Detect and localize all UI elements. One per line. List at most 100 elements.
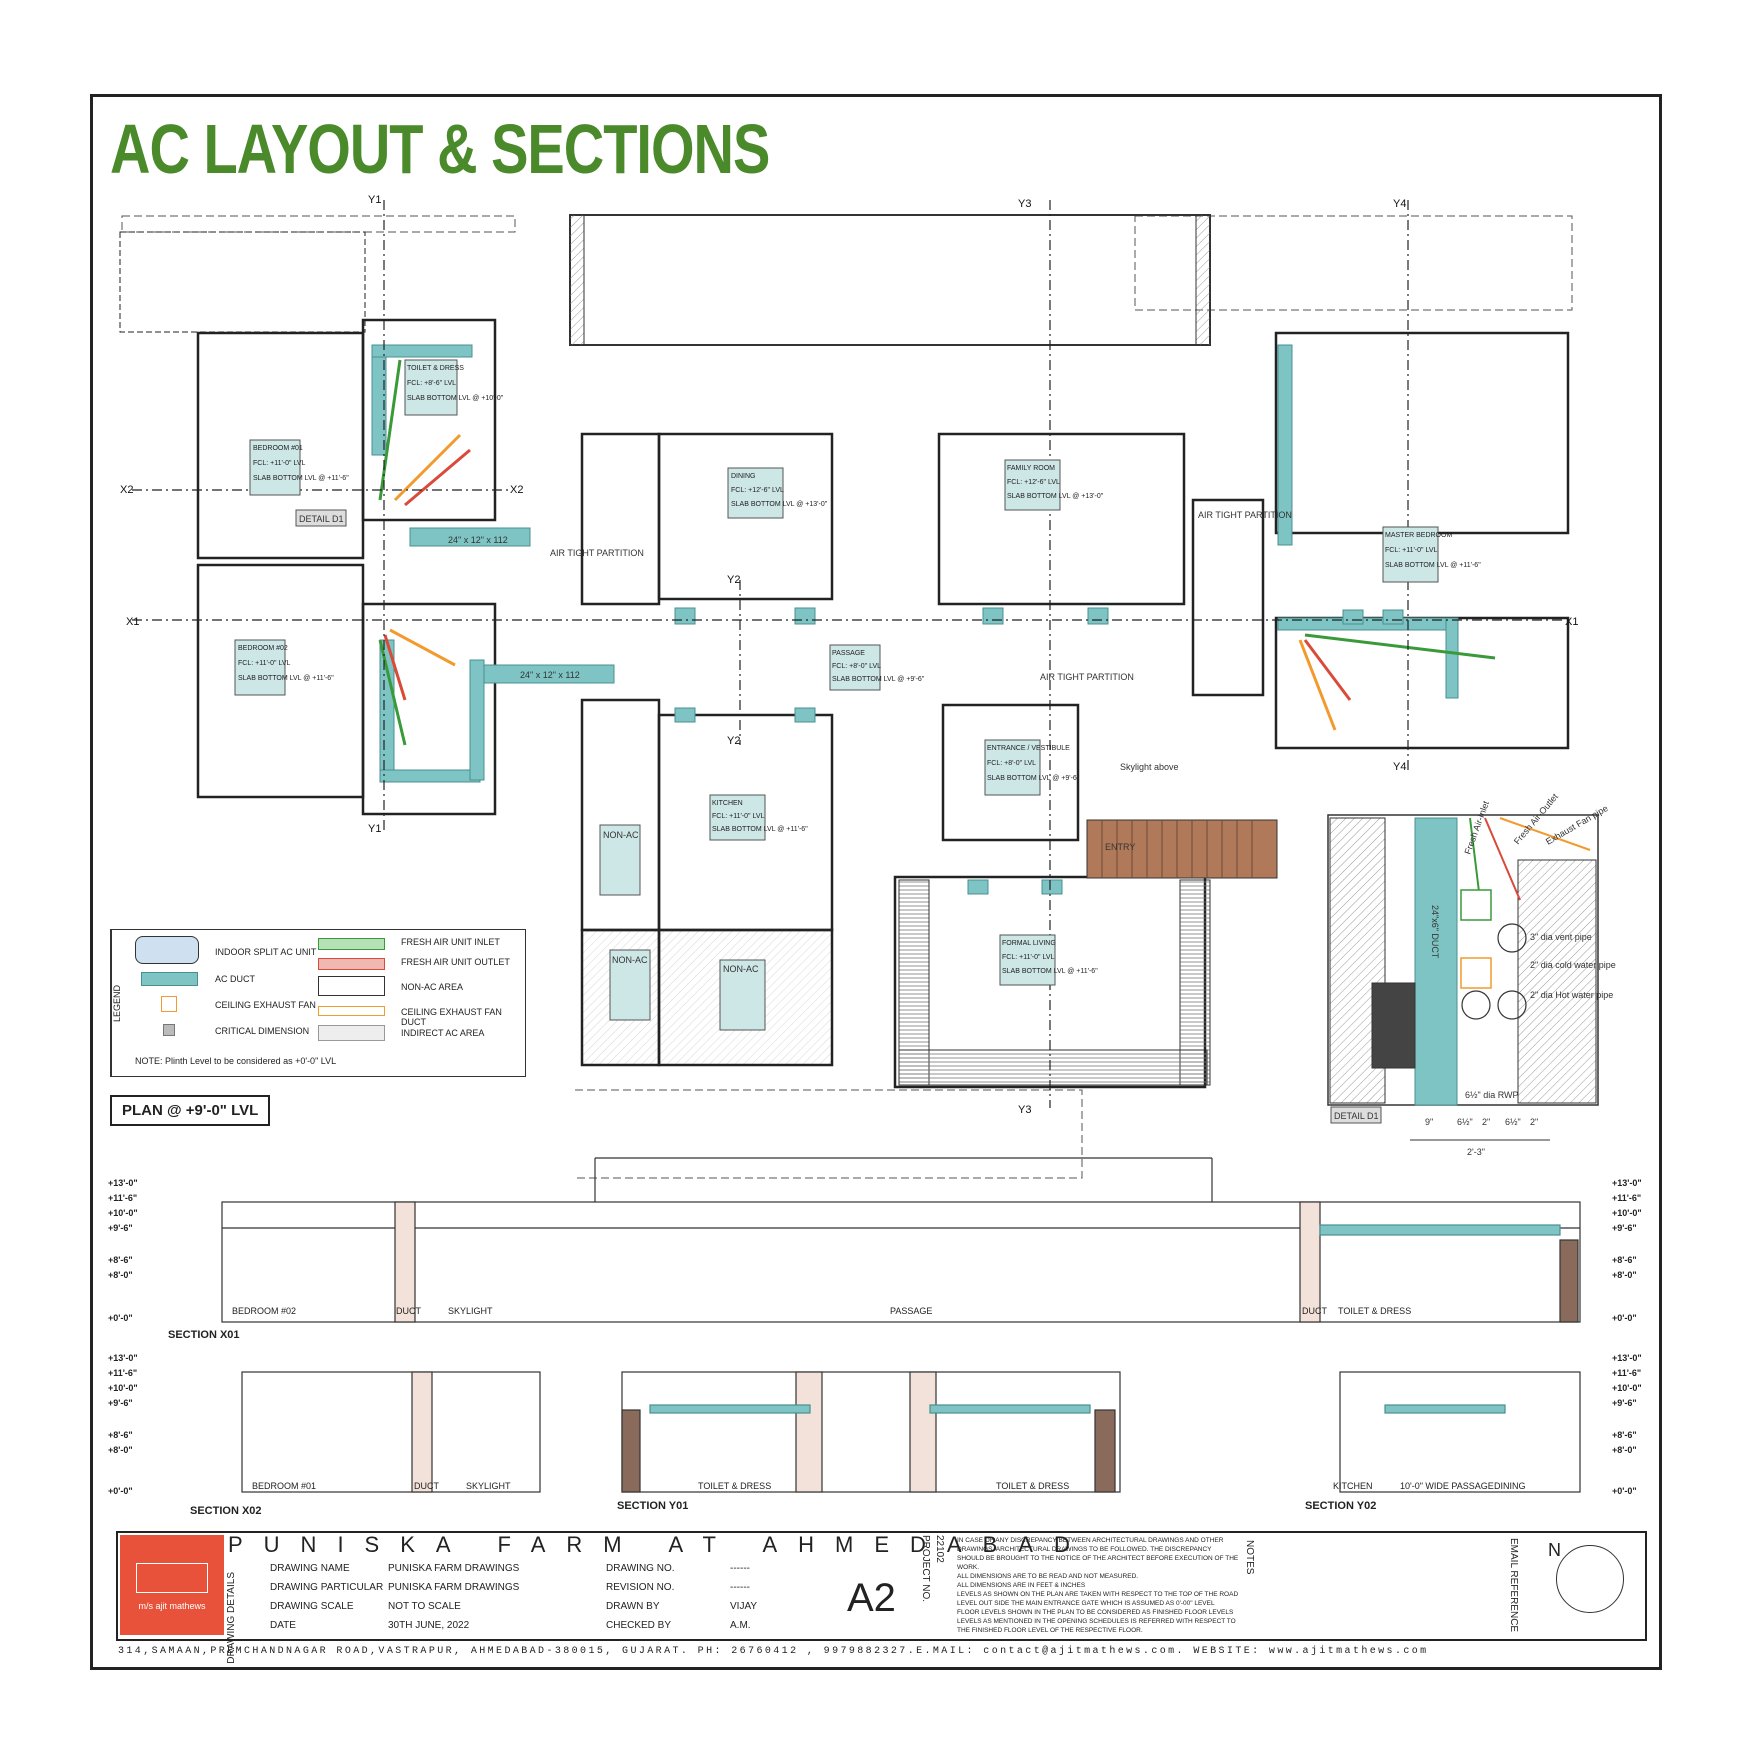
field-label: REVISION NO.	[606, 1582, 675, 1593]
note: FLOOR LEVELS SHOWN IN THE PLAN TO BE CON…	[957, 1609, 1234, 1616]
grid-marker: X2	[510, 484, 523, 496]
level-label: +8'-6"	[108, 1430, 133, 1440]
room-tag-kitchen: KITCHEN FCL: +11'-0" LVL SLAB BOTTOM LVL…	[709, 794, 808, 841]
room-tag-dining: DINING FCL: +12'-6" LVL SLAB BOTTOM LVL …	[727, 467, 828, 519]
air-tight-partition: AIR TIGHT PARTITION	[550, 548, 644, 558]
svg-text:SLAB BOTTOM LVL @ +11'-6": SLAB BOTTOM LVL @ +11'-6"	[1385, 562, 1481, 569]
legend-label: AC DUCT	[215, 974, 255, 984]
grid-marker: X2	[120, 484, 133, 496]
non-ac-label: NON-AC	[603, 830, 639, 840]
svg-text:KITCHEN: KITCHEN	[712, 800, 743, 807]
legend-box: LEGEND INDOOR SPLIT AC UNIT AC DUCT CEIL…	[110, 929, 526, 1077]
field-value: NOT TO SCALE	[388, 1601, 461, 1612]
hot-water-pipe-label: 2" dia Hot water pipe	[1530, 990, 1613, 1000]
drawing-notes: IN CASE OF ANY DISCREPANCY BETWEEN ARCHI…	[957, 1536, 1239, 1635]
section-room-label: SKYLIGHT	[466, 1481, 511, 1491]
level-label: +10'-0"	[108, 1208, 138, 1218]
ac-duct-symbol	[141, 972, 198, 986]
ac-ducts	[371, 344, 1459, 895]
firm-address-footer: 314,SAMAAN,PREMCHANDNAGAR ROAD,VASTRAPUR…	[118, 1646, 1429, 1657]
field-value: PUNISKA FARM DRAWINGS	[388, 1563, 520, 1574]
svg-text:PASSAGE: PASSAGE	[832, 650, 865, 657]
note: IN CASE OF ANY DISCREPANCY BETWEEN ARCHI…	[957, 1537, 1239, 1571]
section-room-label: DUCT	[1302, 1306, 1327, 1316]
field-label: DRAWING NO.	[606, 1563, 675, 1574]
svg-text:FCL: +11'-0" LVL: FCL: +11'-0" LVL	[1385, 547, 1438, 554]
svg-text:FCL: +8'-0" LVL: FCL: +8'-0" LVL	[832, 663, 881, 670]
terrace-outlines	[121, 215, 1573, 1179]
legend-label: FRESH AIR UNIT OUTLET	[401, 957, 510, 967]
section-x02	[241, 1371, 541, 1493]
level-label: +11'-6"	[108, 1368, 138, 1378]
vent-pipe-label: 3" dia vent pipe	[1530, 932, 1592, 942]
level-label: +9'-6"	[108, 1223, 133, 1233]
level-label: +0'-0"	[1612, 1313, 1637, 1323]
section-room-label: 10'-0" WIDE PASSAGE	[1400, 1481, 1494, 1491]
non-ac-area-symbol	[318, 976, 385, 996]
project-name: PUNISKA FARM AT AHMEDABAD	[228, 1532, 1091, 1557]
svg-text:SLAB BOTTOM LVL @ +9'-6": SLAB BOTTOM LVL @ +9'-6"	[832, 676, 925, 683]
note: LEVELS AS SHOWN ON THE PLAN ARE TAKEN WI…	[957, 1591, 1239, 1607]
detail-d1-label: DETAIL D1	[1334, 1111, 1379, 1121]
notes-heading: NOTES	[1244, 1540, 1255, 1575]
critical-dimension-symbol	[163, 1024, 175, 1036]
section-x01	[221, 1157, 1581, 1323]
room-tag-bedroom-02: BEDROOM #02 FCL: +11'-0" LVL SLAB BOTTOM…	[234, 639, 334, 696]
grid-marker: X1	[1565, 616, 1578, 628]
svg-text:FORMAL LIVING: FORMAL LIVING	[1002, 940, 1056, 947]
svg-text:FCL: +8'-6" LVL: FCL: +8'-6" LVL	[407, 380, 456, 387]
firm-logo: m/s ajit mathews	[120, 1535, 224, 1635]
svg-text:SLAB BOTTOM LVL @ +11'-6": SLAB BOTTOM LVL @ +11'-6"	[1002, 968, 1098, 975]
legend-note: NOTE: Plinth Level to be considered as +…	[135, 1056, 337, 1066]
exhaust-fan-pipe-label: Exhaust Fan pipe	[1544, 803, 1610, 847]
field-label: DRAWING NAME	[270, 1563, 350, 1574]
section-x02-label: SECTION X02	[190, 1505, 262, 1517]
grid-labels: Y1 Y1 Y2 Y2 Y3 Y3 Y4 Y4 X1 X1 X2 X2	[120, 194, 1578, 1116]
detail-dim: 2"	[1530, 1117, 1538, 1127]
section-room-label: DUCT	[396, 1306, 421, 1316]
section-y01	[621, 1371, 1121, 1493]
room-tag-family-room: FAMILY ROOM FCL: +12'-6" LVL SLAB BOTTOM…	[1004, 459, 1104, 511]
air-tight-partition: AIR TIGHT PARTITION	[1040, 672, 1134, 682]
email-reference-label: EMAIL REFERENCE	[1508, 1538, 1519, 1633]
field-value: PUNISKA FARM DRAWINGS	[388, 1582, 520, 1593]
sheet-number: A2	[847, 1576, 896, 1620]
section-room-label: BEDROOM #02	[232, 1306, 297, 1316]
section-room-label: DINING	[1494, 1481, 1526, 1491]
svg-text:FCL: +12'-6" LVL: FCL: +12'-6" LVL	[1007, 479, 1060, 486]
top-deck	[569, 214, 1211, 346]
svg-text:DINING: DINING	[731, 473, 756, 480]
project-no: 22102	[934, 1535, 945, 1563]
legend-label: CEILING EXHAUST FAN	[215, 1000, 316, 1010]
firm-name: m/s ajit mathews	[138, 1601, 206, 1611]
plan-annotations: NON-AC NON-AC NON-AC DETAIL D1 AIR TIGHT…	[295, 509, 1292, 1031]
grid-lines	[132, 200, 1565, 1108]
svg-text:FAMILY ROOM: FAMILY ROOM	[1007, 465, 1055, 472]
level-label: +8'-6"	[1612, 1255, 1637, 1265]
svg-text:FCL: +11'-0" LVL: FCL: +11'-0" LVL	[238, 660, 291, 667]
grid-marker: Y4	[1393, 198, 1406, 210]
field-value: A.M.	[730, 1620, 751, 1631]
level-label: +8'-0"	[1612, 1445, 1637, 1455]
cold-water-pipe-label: 2" dia cold water pipe	[1530, 960, 1616, 970]
level-label: +8'-0"	[1612, 1270, 1637, 1280]
legend-label: FRESH AIR UNIT INLET	[401, 937, 500, 947]
room-tags: BEDROOM #01 FCL: +11'-0" LVL SLAB BOTTOM…	[234, 359, 1481, 986]
svg-text:SLAB BOTTOM LVL @ +9'-6": SLAB BOTTOM LVL @ +9'-6"	[987, 775, 1080, 782]
skylight-label: Skylight above	[1120, 762, 1179, 772]
room-tag-entrance: ENTRANCE / VESTIBULE FCL: +8'-0" LVL SLA…	[984, 739, 1080, 796]
detail-duct-label: 24"x6" DUCT	[1430, 905, 1440, 959]
section-room-label: BEDROOM #01	[252, 1481, 317, 1491]
rwp-label: 6½" dia RWP	[1465, 1090, 1519, 1100]
north-label: N	[1548, 1540, 1561, 1560]
field-value: ------	[730, 1582, 750, 1593]
fresh-air-lines	[378, 359, 1496, 746]
section-room-label: SKYLIGHT	[448, 1306, 493, 1316]
svg-text:SLAB BOTTOM LVL @ +11'-6": SLAB BOTTOM LVL @ +11'-6"	[253, 475, 349, 482]
field-label: DATE	[270, 1620, 296, 1631]
svg-text:SLAB BOTTOM LVL @ +11'-6": SLAB BOTTOM LVL @ +11'-6"	[238, 675, 334, 682]
duct-size-label: 24" x 12" x 112	[448, 535, 508, 545]
level-label: +8'-6"	[108, 1255, 133, 1265]
grid-marker: Y1	[368, 823, 381, 835]
